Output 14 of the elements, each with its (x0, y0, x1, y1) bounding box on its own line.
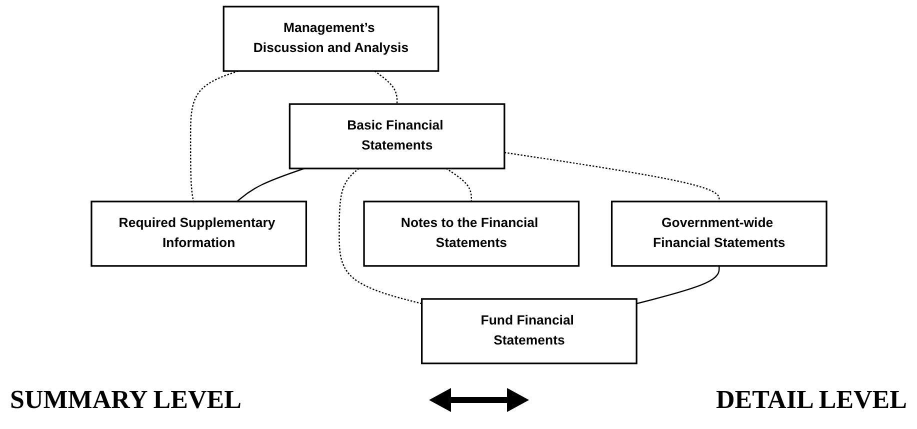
node-box: Government-wide Financial Statements (610, 200, 827, 267)
node-box: Notes to the Financial Statements (362, 200, 580, 267)
node-box: Required Supplementary Information (90, 200, 307, 267)
connector (338, 168, 422, 304)
level-label: DETAIL LEVEL (716, 385, 907, 415)
connector (189, 70, 238, 202)
node-box: Fund Financial Statements (420, 298, 637, 364)
level-label: SUMMARY LEVEL (10, 385, 242, 415)
connector (236, 168, 304, 202)
connector (636, 266, 720, 304)
node-box: Management’s Discussion and Analysis (222, 6, 439, 72)
connector (445, 168, 472, 202)
node-box: Basic Financial Statements (288, 103, 505, 170)
connector (504, 152, 720, 202)
